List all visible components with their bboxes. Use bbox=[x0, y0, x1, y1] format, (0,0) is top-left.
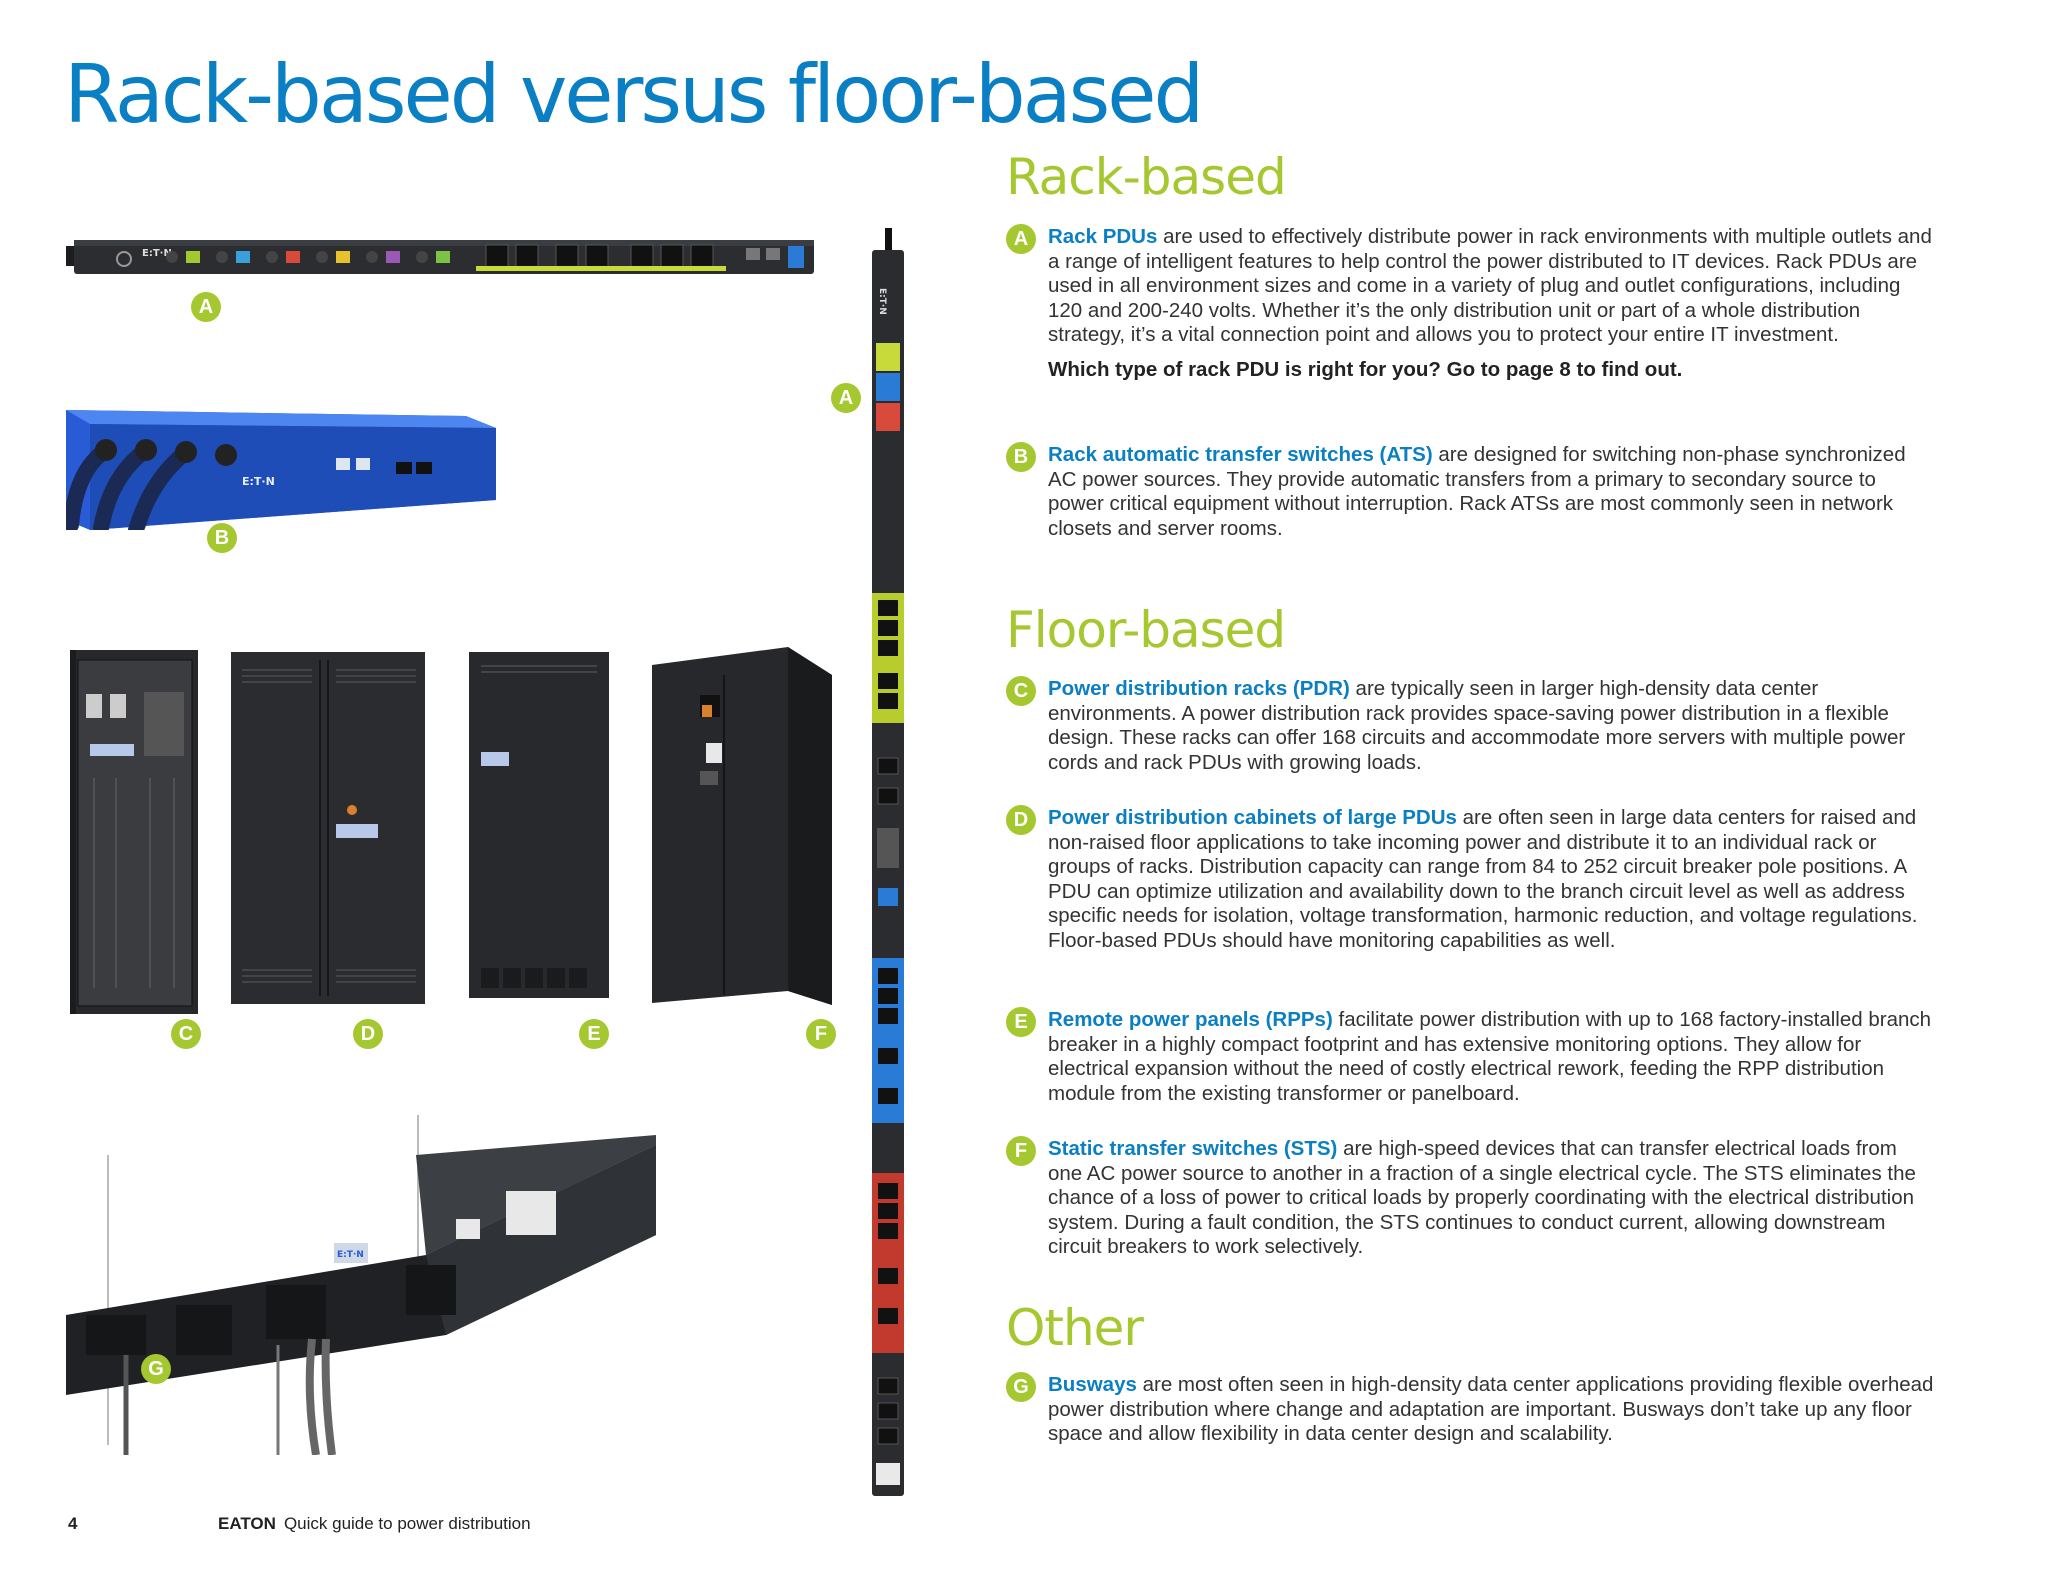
entry-term: Power distribution cabinets of large PDU… bbox=[1048, 806, 1457, 829]
entry-badge: G bbox=[1006, 1372, 1036, 1402]
entry-term: Power distribution racks (PDR) bbox=[1048, 677, 1350, 700]
entry-busways: G Busways are most often seen in high-de… bbox=[1006, 1372, 1936, 1447]
page-title: Rack-based versus floor-based bbox=[64, 48, 1204, 141]
entry-text: are used to effectively distribute power… bbox=[1048, 225, 1932, 346]
power-distribution-cabinet-image bbox=[231, 652, 425, 1004]
entry-static-transfer-switches: F Static transfer switches (STS) are hig… bbox=[1006, 1136, 1936, 1260]
power-distribution-rack-image bbox=[70, 650, 198, 1014]
entry-text: facilitate power distribution with up to… bbox=[1048, 1008, 1932, 1105]
rack-ats-image: E:T·N bbox=[66, 410, 496, 530]
photo-badge-d: D bbox=[353, 1019, 383, 1049]
entry-badge: B bbox=[1006, 442, 1036, 472]
entry-text: are typically seen in larger high-densit… bbox=[1048, 677, 1906, 774]
entry-power-distribution-racks: C Power distribution racks (PDR) are typ… bbox=[1006, 676, 1936, 775]
entry-text: are most often seen in high-density data… bbox=[1048, 1373, 1934, 1445]
entry-badge: A bbox=[1006, 224, 1036, 254]
entry-badge: E bbox=[1006, 1007, 1036, 1037]
entry-term: Remote power panels (RPPs) bbox=[1048, 1008, 1333, 1031]
svg-text:E:T·N: E:T·N bbox=[142, 248, 172, 259]
horizontal-rack-pdu-image: E:T·N bbox=[66, 240, 814, 274]
vertical-rack-pdu-image: E:T·N bbox=[872, 228, 904, 1496]
entry-rack-pdus: A Rack PDUs are used to effectively dist… bbox=[1006, 224, 1936, 382]
page-number: 4 bbox=[68, 1514, 78, 1533]
remote-power-panel-image bbox=[469, 652, 609, 998]
section-heading-rack-based: Rack-based bbox=[1006, 148, 1287, 206]
static-transfer-switch-image bbox=[652, 647, 832, 1005]
entry-note: Which type of rack PDU is right for you?… bbox=[1048, 357, 1683, 381]
entry-badge: F bbox=[1006, 1136, 1036, 1166]
entry-badge: D bbox=[1006, 805, 1036, 835]
section-heading-floor-based: Floor-based bbox=[1006, 601, 1286, 659]
svg-text:E:T·N: E:T·N bbox=[242, 475, 275, 488]
photo-badge-a-horizontal: A bbox=[191, 292, 221, 322]
entry-term: Rack automatic transfer switches (ATS) bbox=[1048, 443, 1433, 466]
entry-text: are high-speed devices that can transfer… bbox=[1048, 1137, 1916, 1258]
entry-text: are often seen in large data centers for… bbox=[1048, 806, 1918, 952]
entry-power-distribution-cabinets: D Power distribution cabinets of large P… bbox=[1006, 805, 1936, 953]
entry-badge: C bbox=[1006, 676, 1036, 706]
busway-image: E:T·N bbox=[66, 1115, 656, 1455]
svg-text:E:T·N: E:T·N bbox=[877, 288, 887, 315]
entry-remote-power-panels: E Remote power panels (RPPs) facilitate … bbox=[1006, 1007, 1936, 1106]
photo-badge-e: E bbox=[579, 1019, 609, 1049]
footer-guide-title: Quick guide to power distribution bbox=[283, 1514, 531, 1533]
page-footer: 4 EATON Quick guide to power distribution bbox=[68, 1514, 531, 1534]
section-heading-other: Other bbox=[1006, 1299, 1144, 1357]
entry-term: Rack PDUs bbox=[1048, 225, 1158, 248]
entry-term: Static transfer switches (STS) bbox=[1048, 1137, 1338, 1160]
entry-text: are designed for switching non-phase syn… bbox=[1048, 443, 1906, 540]
photo-badge-g: G bbox=[141, 1354, 171, 1384]
entry-term: Busways bbox=[1048, 1373, 1137, 1396]
photo-badge-c: C bbox=[171, 1019, 201, 1049]
footer-brand: EATON bbox=[218, 1514, 276, 1533]
photo-badge-a-vertical: A bbox=[831, 383, 861, 413]
photo-badge-f: F bbox=[806, 1019, 836, 1049]
entry-rack-ats: B Rack automatic transfer switches (ATS)… bbox=[1006, 442, 1936, 541]
svg-text:E:T·N: E:T·N bbox=[337, 1250, 364, 1260]
photo-badge-b: B bbox=[207, 523, 237, 553]
